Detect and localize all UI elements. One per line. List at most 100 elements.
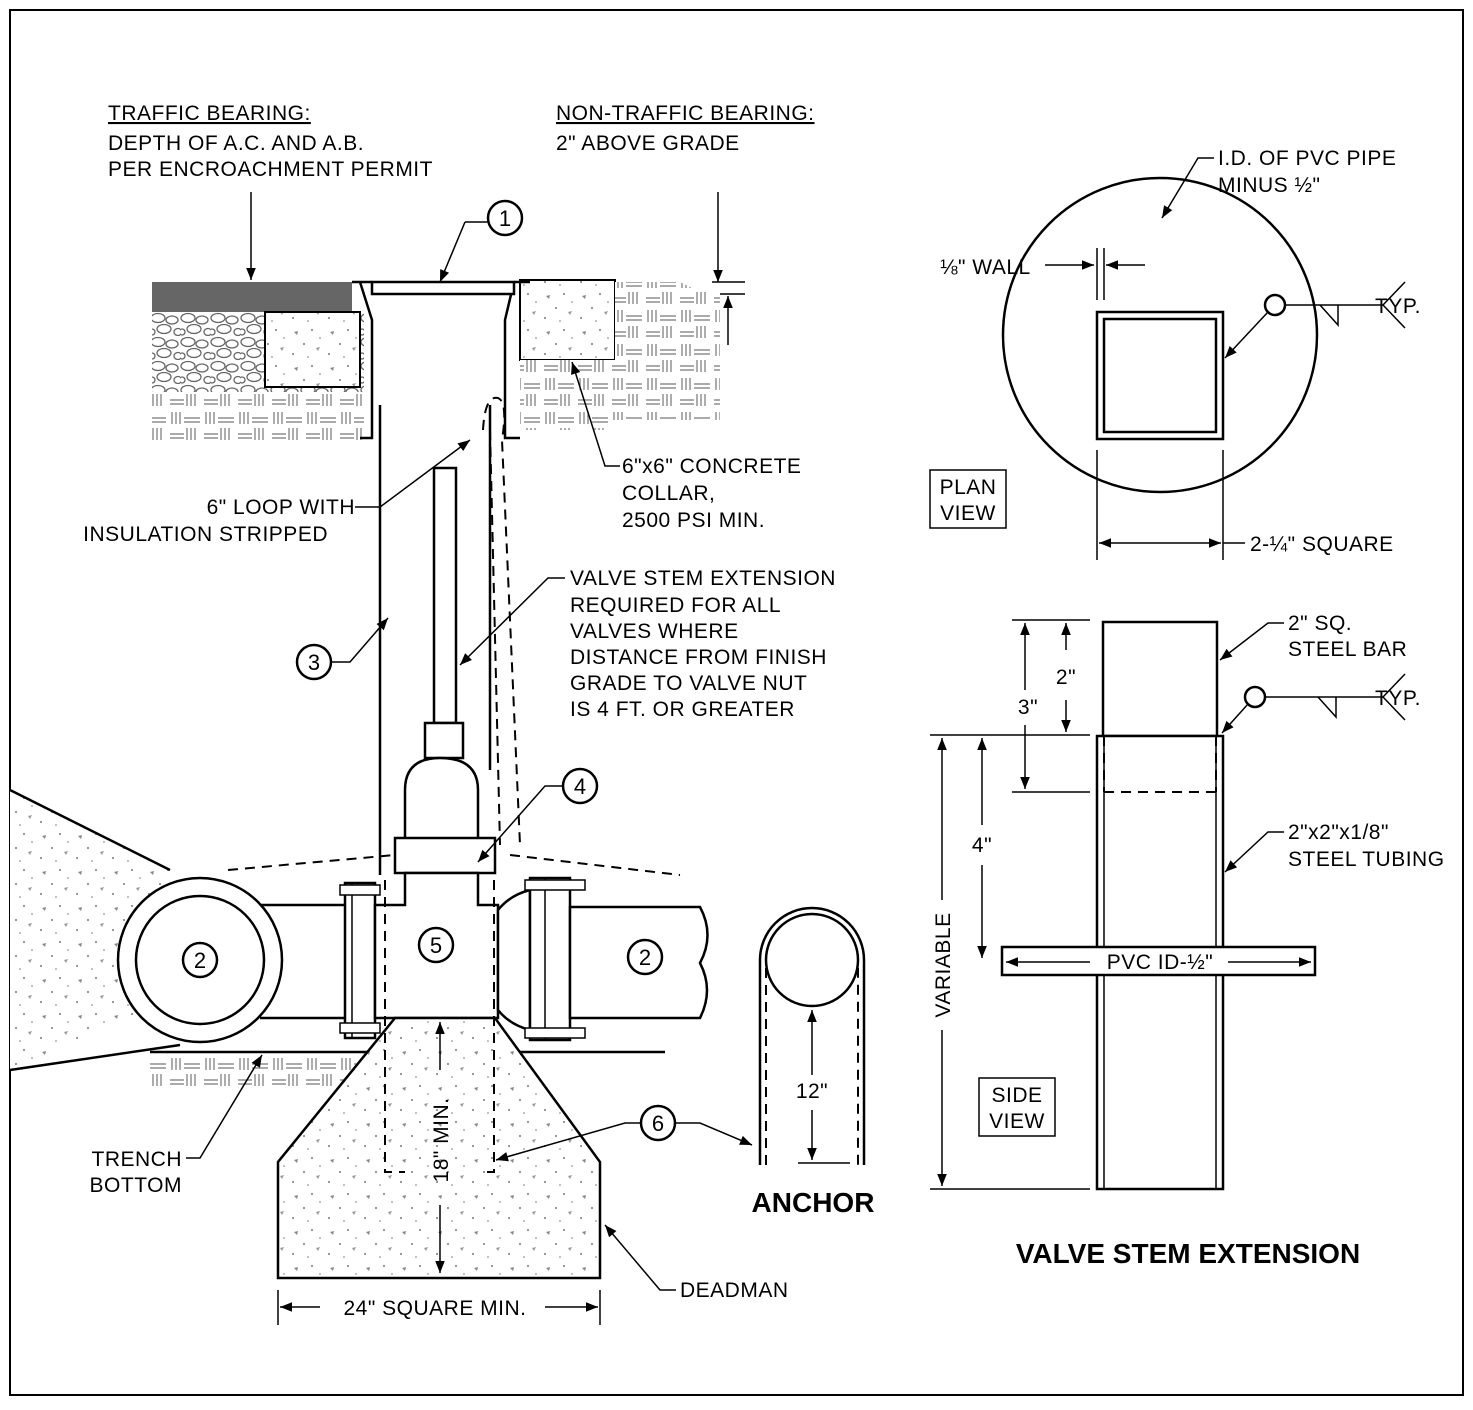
variable-dim-label: VARIABLE [932, 912, 955, 1017]
callout-4-label: 4 [574, 774, 586, 799]
weld-tail-plan [1381, 281, 1406, 329]
anchor-dim-12: 12" [796, 1080, 828, 1103]
side-steel-bar [1101, 620, 1219, 738]
trench-line-right [509, 854, 681, 876]
left-flange-bolt-top [339, 884, 381, 896]
pvc-id-label: PVC ID-½" [1107, 951, 1213, 974]
stem-coupling [423, 721, 465, 760]
loop-label-2: INSULATION STRIPPED [83, 523, 328, 546]
steel-tubing-leader [1224, 831, 1284, 873]
side-view-label-2: VIEW [989, 1110, 1045, 1133]
anchor-u-bar-outer [758, 906, 866, 1165]
trench-label-1: TRENCH [92, 1148, 183, 1171]
weld-typ-plan: TYP. [1375, 295, 1421, 318]
right-flange-bolt-top [524, 879, 586, 891]
right-earth [600, 282, 720, 420]
pvc-pipe-leader [1161, 157, 1214, 219]
callout-5-label: 5 [430, 933, 442, 958]
steel-tubing-label-1: 2"x2"x1/8" [1288, 821, 1389, 844]
callout-2-right [626, 938, 664, 976]
weld-arrow-side [1221, 703, 1249, 734]
pvc-stop-bar [1000, 945, 1317, 977]
anchor-title: ANCHOR [752, 1187, 875, 1218]
dim-2-label: 2" [1056, 666, 1076, 689]
steel-bar-label-1: 2" SQ. [1288, 612, 1352, 635]
loop-leader [355, 439, 471, 508]
tracer-wire [482, 396, 521, 846]
collar-label-3: 2500 PSI MIN. [622, 509, 765, 532]
trench-leader [186, 1054, 263, 1159]
right-flange-bolt-bottom [524, 1027, 586, 1039]
collar-leader [571, 361, 620, 467]
traffic-line2: PER ENCROACHMENT PERMIT [108, 158, 433, 181]
callout-1 [486, 199, 524, 237]
plan-view-label-2: VIEW [940, 502, 996, 525]
stem-note-5: GRADE TO VALVE NUT [570, 672, 807, 695]
pvc-pipe-label-1: I.D. OF PVC PIPE [1218, 147, 1396, 170]
valve-box-lid [370, 280, 516, 296]
stem-note-1: VALVE STEM EXTENSION [570, 567, 836, 590]
plan-tube-inner [1102, 317, 1218, 434]
pvc-pipe-label-2: MINUS ½" [1218, 174, 1320, 197]
valve-stem-extension-title: VALVE STEM EXTENSION [1016, 1238, 1360, 1269]
side-view-label-1: SIDE [991, 1084, 1042, 1107]
callout-2-right-label: 2 [639, 945, 651, 970]
callout-1-label: 1 [499, 206, 511, 231]
valve-bonnet [403, 756, 480, 842]
right-flange [528, 876, 572, 1042]
steel-bar-leader [1219, 622, 1284, 661]
stem-note-4: DISTANCE FROM FINISH [570, 646, 827, 669]
plan-view-box [929, 469, 1007, 529]
side-view-box [978, 1077, 1056, 1137]
fillet-weld-icon [1319, 304, 1339, 327]
callout-2-left [181, 941, 219, 979]
sheet-border [9, 9, 1464, 1396]
right-concrete-collar [519, 279, 616, 361]
square-dim-label: 2-¼" SQUARE [1250, 533, 1394, 556]
collar-label-1: 6"x6" CONCRETE [622, 455, 801, 478]
callout-1-leader [439, 221, 466, 283]
deadman-label: DEADMAN [680, 1279, 789, 1302]
stem-note-leader [459, 577, 565, 666]
left-concrete-collar [264, 311, 361, 388]
callout-6-label: 6 [652, 1111, 664, 1136]
callout-6-leader-left [495, 1122, 641, 1162]
plan-view-label-1: PLAN [940, 476, 997, 499]
stem-note-6: IS 4 FT. OR GREATER [570, 698, 795, 721]
dim-18-min: 18" MIN. [430, 1098, 453, 1183]
non-traffic-heading: NON-TRAFFIC BEARING: [556, 102, 815, 125]
fillet-weld-side-icon [1317, 696, 1337, 719]
loop-label-1: 6" LOOP WITH [207, 496, 355, 519]
traffic-heading: TRAFFIC BEARING: [108, 102, 311, 125]
stem-note-2: REQUIRED FOR ALL [570, 594, 781, 617]
deadman-leader [604, 1224, 676, 1291]
collar-label-2: COLLAR, [622, 482, 715, 505]
callout-3-label: 3 [308, 650, 320, 675]
callout-3-leader [331, 617, 389, 663]
trench-label-2: BOTTOM [90, 1174, 182, 1197]
trench-line-left [227, 854, 396, 871]
valve-bonnet-flange [393, 836, 497, 875]
anchor-rod-left [384, 880, 405, 1173]
anchor-rod-right [480, 880, 495, 1173]
anchor-pipe-circle [764, 912, 860, 1008]
asphalt-layer [152, 282, 352, 312]
left-thrust-bottom [9, 1043, 181, 1072]
traffic-line1: DEPTH OF A.C. AND A.B. [108, 132, 364, 155]
right-earth-lower [520, 360, 610, 430]
dim-24-square: 24" SQUARE MIN. [344, 1297, 527, 1320]
steel-bar-label-2: STEEL BAR [1288, 638, 1407, 661]
eighth-wall-label: ⅛" WALL [940, 256, 1031, 279]
left-flange-bolt-bottom [339, 1022, 381, 1034]
left-thrust-edge [9, 788, 171, 872]
stem-note-3: VALVES WHERE [570, 620, 739, 643]
left-flange [343, 881, 377, 1040]
dim-4-label: 4" [972, 834, 992, 857]
stem-extension-rod [432, 466, 458, 725]
weld-tail-side [1381, 673, 1406, 721]
callout-2-left-label: 2 [194, 948, 206, 973]
tracer-wire-2 [489, 429, 501, 846]
callout-4-leader [477, 785, 563, 863]
left-earth [152, 392, 364, 442]
